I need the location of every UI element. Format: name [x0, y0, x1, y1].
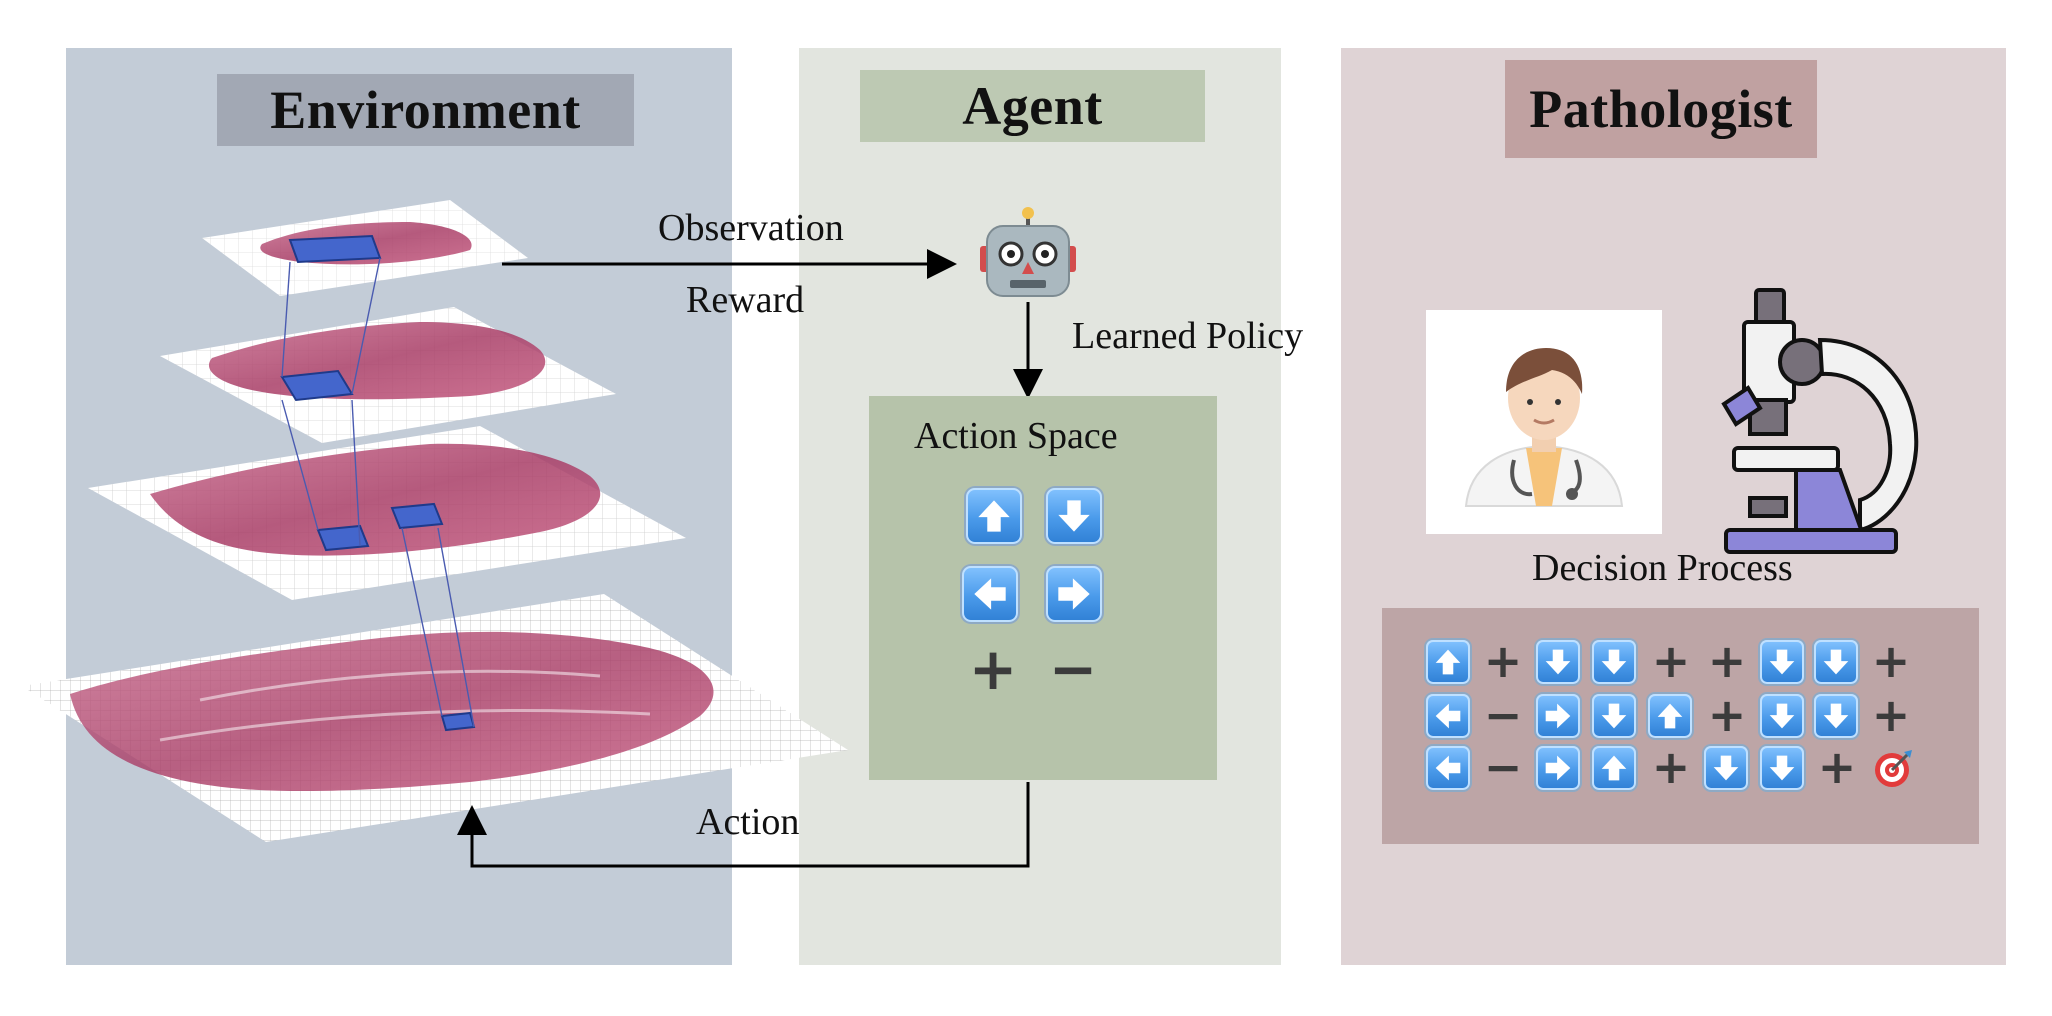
zoom-out-icon: − — [1048, 635, 1098, 703]
arrow-left-key — [962, 566, 1018, 622]
arrow-down-key — [1536, 640, 1580, 684]
target-icon — [1870, 746, 1914, 790]
action-space-box — [869, 396, 1217, 780]
observation-label: Observation — [658, 207, 844, 249]
arrow-down-key — [1814, 640, 1858, 684]
arrow-down-key — [1592, 640, 1636, 684]
arrow-left-key — [1426, 694, 1470, 738]
arrow-right-key — [1046, 566, 1102, 622]
zoom-in-icon: + — [968, 635, 1018, 703]
arrow-up-key — [1648, 694, 1692, 738]
environment-title: Environment — [217, 74, 634, 146]
agent-title: Agent — [860, 70, 1205, 142]
zoom-in-icon: + — [1871, 634, 1911, 688]
zoom-in-icon: + — [1651, 740, 1691, 794]
arrow-down-key — [1592, 694, 1636, 738]
wsi-level-2 — [160, 307, 616, 443]
arrow-down-key — [1760, 746, 1804, 790]
zoom-in-icon: + — [1817, 740, 1857, 794]
zoom-in-icon: + — [1707, 688, 1747, 742]
zoom-in-icon: + — [1707, 634, 1747, 688]
zoom-out-icon: − — [1483, 740, 1523, 794]
zoom-in-icon: + — [1483, 634, 1523, 688]
pathologist-title: Pathologist — [1505, 60, 1817, 158]
reward-label: Reward — [686, 279, 805, 321]
wsi-level-4 — [22, 594, 848, 842]
arrow-down-key — [1046, 488, 1102, 544]
arrow-down-key — [1760, 640, 1804, 684]
action-space-label: Action Space — [914, 415, 1118, 457]
action-label: Action — [696, 801, 800, 843]
zoom-in-icon: + — [1651, 634, 1691, 688]
zoom-in-icon: + — [1871, 688, 1911, 742]
zoom-out-icon: − — [1483, 688, 1523, 742]
wsi-level-1 — [202, 200, 528, 296]
action-arrow — [457, 782, 1030, 868]
arrow-up-key — [966, 488, 1022, 544]
arrow-down-key — [1814, 694, 1858, 738]
arrow-left-key — [1426, 746, 1470, 790]
doctor-icon — [1464, 348, 1624, 507]
arrow-up-key — [1592, 746, 1636, 790]
arrow-right-key — [1536, 746, 1580, 790]
arrow-right-key — [1536, 694, 1580, 738]
zoom-connectors — [281, 257, 475, 728]
arrow-up-key — [1426, 640, 1470, 684]
arrow-down-key — [1760, 694, 1804, 738]
learned-policy-label: Learned Policy — [1072, 315, 1304, 357]
doctor-card — [1426, 310, 1662, 534]
wsi-level-3 — [88, 426, 686, 600]
arrow-down-key — [1704, 746, 1748, 790]
